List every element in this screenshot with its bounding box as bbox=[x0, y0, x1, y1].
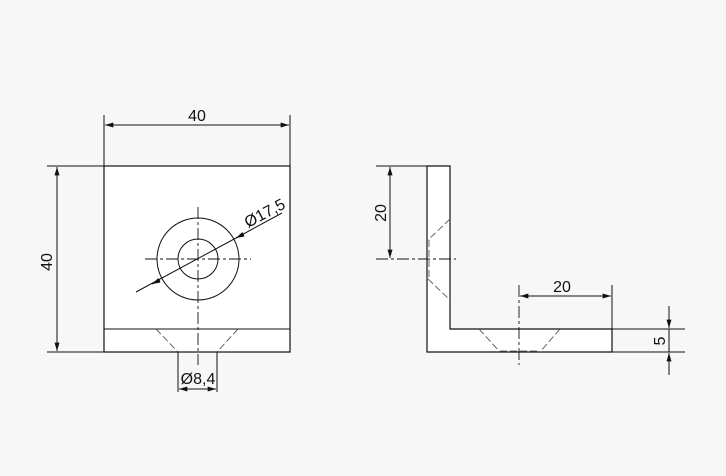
hidden-line bbox=[478, 328, 501, 353]
hidden-line bbox=[539, 328, 561, 353]
dim-thickness-label: 5 bbox=[652, 336, 669, 345]
hidden-countersink-left bbox=[155, 328, 179, 353]
dim-vertical-label: 20 bbox=[373, 204, 390, 222]
side-view: 20 20 5 bbox=[373, 165, 685, 375]
hidden-countersink-right bbox=[216, 328, 239, 353]
hidden-line bbox=[427, 278, 451, 301]
hidden-line bbox=[427, 218, 451, 241]
front-view: 40 40 Ø17,5 Ø8,4 bbox=[39, 108, 291, 392]
dim-height-label: 40 bbox=[39, 253, 56, 271]
dim-hole-label: Ø8,4 bbox=[181, 371, 216, 388]
dim-width-label: 40 bbox=[188, 108, 206, 125]
arrow bbox=[151, 278, 161, 285]
arrow bbox=[235, 232, 245, 239]
dim-horizontal-label: 20 bbox=[553, 279, 571, 296]
